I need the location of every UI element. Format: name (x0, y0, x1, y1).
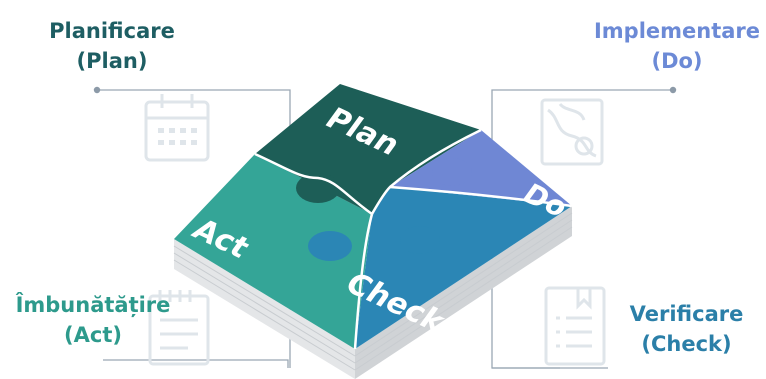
calendar-icon (144, 94, 210, 162)
act-label-sub: (Act) (64, 323, 122, 347)
do-piece (390, 130, 572, 206)
act-label-title: Îmbunătățire (15, 293, 171, 317)
checklist-book-icon (544, 286, 606, 366)
slab-paper-lines (173, 212, 573, 371)
check-label: Verificare (Check) (604, 299, 766, 359)
plan-label-title: Planificare (49, 19, 175, 43)
connector-dot-plan (93, 86, 101, 94)
check-knob (308, 231, 352, 261)
do-knob (432, 158, 472, 186)
check-label-sub: (Check) (641, 332, 732, 356)
connector-act (103, 359, 289, 368)
connector-dot-do (669, 86, 677, 94)
plan-label-sub: (Plan) (76, 49, 148, 73)
check-knob-right (400, 226, 440, 254)
do-label-sub: (Do) (651, 49, 703, 73)
piece-seams (254, 128, 573, 350)
map-icon (540, 98, 604, 166)
check-label-title: Verificare (629, 302, 744, 326)
connector-dots (93, 86, 677, 94)
act-label: Îmbunătățire (Act) (8, 290, 178, 350)
notepad-icon (148, 290, 210, 366)
check-piece (355, 187, 572, 349)
act-piece (174, 154, 372, 349)
do-label: Implementare (Do) (582, 16, 766, 76)
do-label-title: Implementare (593, 19, 761, 43)
plan-label: Planificare (Plan) (38, 16, 186, 76)
